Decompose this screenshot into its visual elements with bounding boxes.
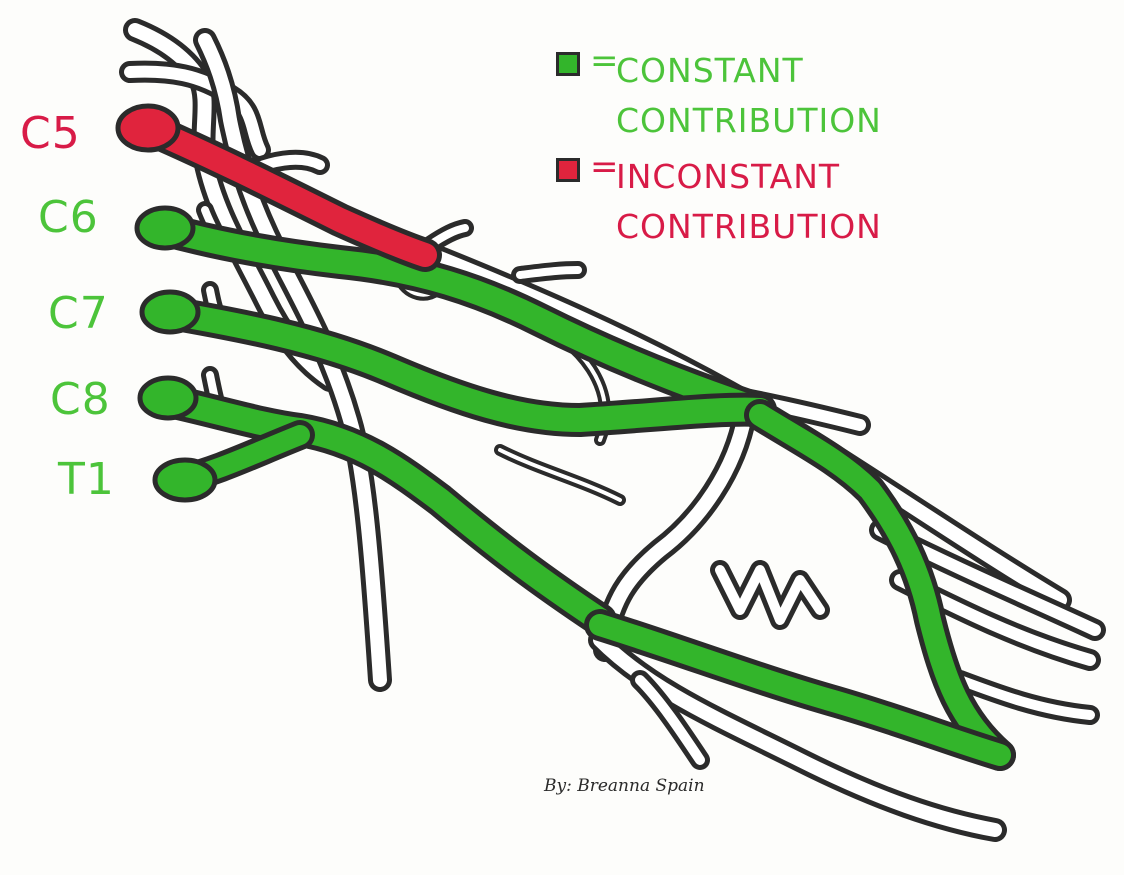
legend-text-constant: CONSTANT CONTRIBUTION bbox=[616, 46, 916, 146]
legend-swatch-inconstant bbox=[556, 158, 580, 182]
legend-row-inconstant: = INCONSTANT CONTRIBUTION bbox=[550, 146, 910, 252]
root-bulb-c7 bbox=[142, 292, 198, 332]
legend-text-inconstant: INCONSTANT CONTRIBUTION bbox=[616, 152, 916, 252]
root-bulb-c6 bbox=[137, 208, 193, 248]
artist-signature: By: Breanna Spain bbox=[544, 776, 705, 796]
legend: = CONSTANT CONTRIBUTION = INCONSTANT CON… bbox=[550, 40, 910, 252]
root-bulb-t1 bbox=[155, 460, 215, 500]
root-label-t1: T1 bbox=[58, 458, 115, 502]
root-label-c5: C5 bbox=[20, 112, 81, 156]
root-label-c6: C6 bbox=[38, 196, 99, 240]
root-label-c7: C7 bbox=[48, 292, 109, 336]
root-bulb-c5 bbox=[118, 106, 178, 150]
legend-equals-inconstant: = bbox=[590, 150, 619, 184]
legend-row-constant: = CONSTANT CONTRIBUTION bbox=[550, 40, 910, 146]
legend-equals-constant: = bbox=[590, 44, 619, 78]
root-bulb-c8 bbox=[140, 378, 196, 418]
legend-swatch-constant bbox=[556, 52, 580, 76]
root-label-c8: C8 bbox=[50, 378, 111, 422]
vessel-fill bbox=[500, 450, 620, 500]
